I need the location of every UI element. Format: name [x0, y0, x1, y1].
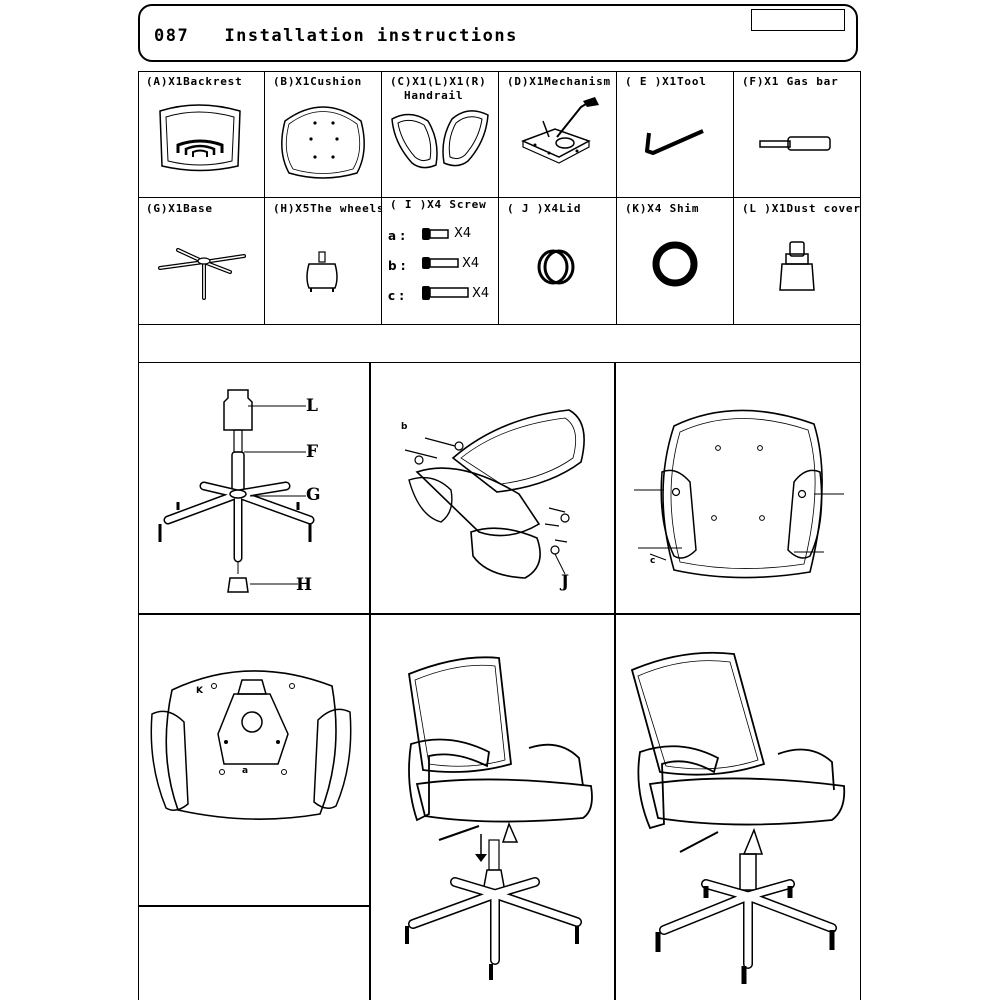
step-5-diagram: [405, 656, 593, 980]
step-1-base-assembly: L F G H: [138, 362, 369, 613]
step-6-finished-chair: [614, 614, 861, 1000]
part-lid: ( J )X4Lid: [499, 198, 617, 325]
step-3-handrail-attach: c: [614, 362, 861, 613]
grid-divider: [138, 613, 861, 615]
lid-icon: [537, 249, 575, 285]
step-5-seat-onto-base: [369, 614, 614, 1000]
steps-grid: [138, 362, 861, 1000]
mechanism-icon: [521, 97, 599, 164]
part-handrail: (C)X1(L)X1(R) Handrail: [382, 71, 499, 198]
part-gas-bar: (F)X1 Gas bar: [734, 71, 861, 198]
blank-label-box: [751, 9, 845, 31]
step-2-backrest-attach: b J: [369, 362, 614, 613]
screw-b-label: b :: [388, 259, 406, 273]
step-1-diagram: [158, 389, 315, 593]
screw-c-label: c :: [388, 289, 405, 303]
grid-divider: [138, 905, 369, 907]
wheel-icon: [306, 251, 338, 292]
label-G: G: [306, 485, 321, 505]
base-icon: [158, 248, 246, 300]
part-base: (G)X1Base: [138, 198, 265, 325]
page-title: 087 Installation instructions: [154, 26, 518, 46]
parts-empty-row: [138, 325, 861, 363]
label-J: J: [561, 572, 570, 592]
part-cushion: (B)X1Cushion: [265, 71, 382, 198]
gas-bar-icon: [759, 136, 831, 151]
label-F: F: [306, 442, 319, 462]
header-banner: 087 Installation instructions: [138, 4, 858, 62]
dust-cover-icon: [779, 241, 815, 291]
part-screws: ( I )X4 Screw a : b : c : X4 X4 X4: [382, 198, 499, 325]
screw-a-qty: X4: [454, 226, 472, 241]
part-tool: ( E )X1Tool: [617, 71, 734, 198]
allen-key-icon: [645, 129, 704, 155]
cushion-icon: [281, 106, 365, 179]
screw-icons: [422, 228, 469, 300]
grid-divider: [614, 362, 616, 1000]
part-mechanism: (D)X1Mechanism: [499, 71, 617, 198]
label-H: H: [296, 575, 313, 595]
part-dust-cover: (L )X1Dust cover: [734, 198, 861, 325]
handrail-icon: [391, 110, 489, 169]
part-shim: (K)X4 Shim: [617, 198, 734, 325]
parts-list-table: [138, 71, 861, 363]
label-L: L: [306, 396, 318, 416]
step-2-diagram: [404, 409, 585, 579]
part-backrest: (A)X1Backrest: [138, 71, 265, 198]
grid-divider: [369, 362, 371, 1000]
shim-icon: [652, 241, 698, 287]
screw-c-qty: X4: [472, 286, 490, 301]
part-wheels: (H)X5The wheels: [265, 198, 382, 325]
screw-a-label: a :: [388, 229, 406, 243]
finished-chair-diagram: [630, 651, 846, 984]
screw-b-qty: X4: [462, 256, 480, 271]
label-a: a: [242, 766, 249, 776]
backrest-icon: [159, 104, 241, 172]
step-4-diagram: [150, 670, 352, 820]
label-K: K: [196, 686, 203, 696]
step-4-mechanism-attach: K a: [138, 614, 369, 905]
label-b: b: [401, 422, 408, 432]
step-3-diagram: [634, 409, 844, 579]
label-c: c: [650, 556, 656, 566]
